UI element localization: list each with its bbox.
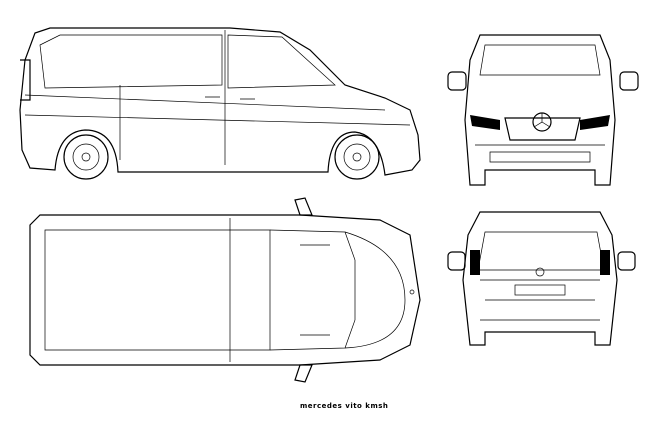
top-view xyxy=(29,197,421,383)
side-view xyxy=(19,27,421,180)
front-view xyxy=(447,34,639,186)
drawing-caption: mercedes vito kmsh xyxy=(300,402,389,410)
rear-view xyxy=(447,211,636,346)
